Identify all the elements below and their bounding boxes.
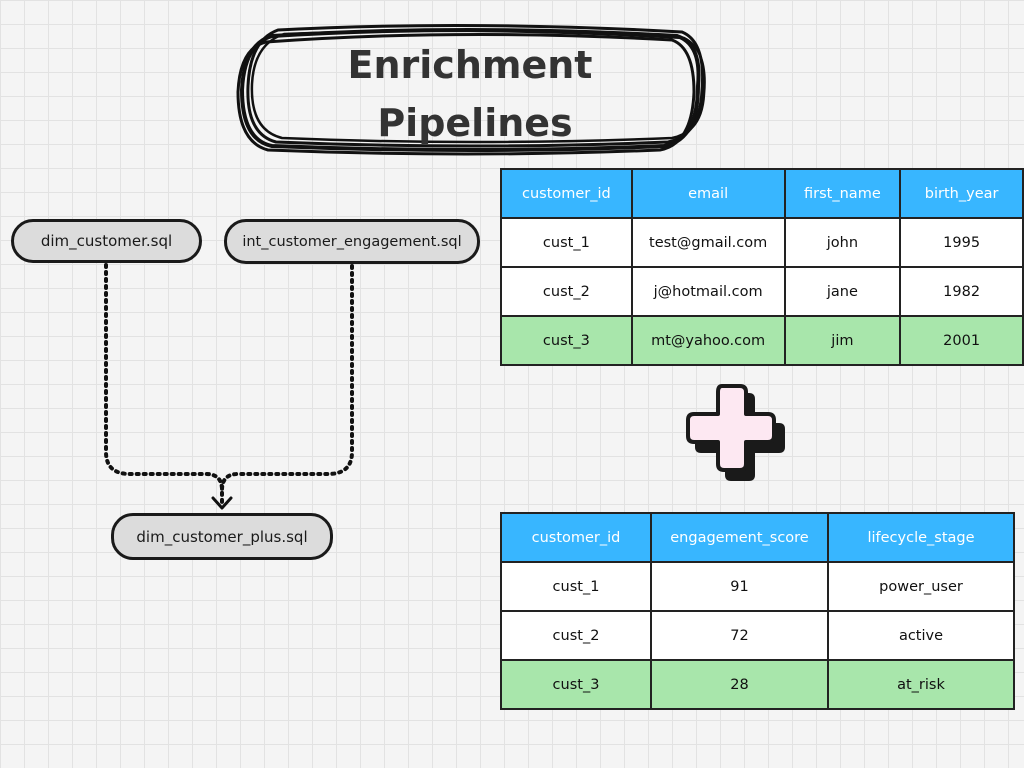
connector-dim-customer (104, 263, 224, 505)
table-cell: active (827, 610, 1015, 661)
node-dim-customer-plus[interactable]: dim_customer_plus.sql (111, 513, 333, 560)
customer-table-header-first-name: first_name (783, 168, 902, 219)
table-cell: power_user (827, 561, 1015, 612)
plus-icon (686, 384, 785, 481)
table-cell: 28 (650, 659, 829, 710)
table-cell: mt@yahoo.com (630, 315, 786, 366)
connector-int-engagement (220, 264, 354, 492)
engagement-table-header-customer-id: customer_id (500, 512, 652, 563)
table-cell: john (783, 217, 902, 268)
table-cell: cust_1 (500, 217, 633, 268)
table-cell: cust_3 (500, 315, 633, 366)
arrow-head (211, 496, 233, 510)
customer-table-header-email: email (630, 168, 786, 219)
table-cell: jim (783, 315, 902, 366)
engagement-table-header-lifecycle-stage: lifecycle_stage (827, 512, 1015, 563)
table-cell: 1995 (899, 217, 1024, 268)
page-title: Enrichment Pipelines (232, 36, 708, 152)
title-line-1: Enrichment (347, 43, 593, 87)
table-cell: cust_3 (500, 659, 652, 710)
table-cell: 91 (650, 561, 829, 612)
table-cell: cust_2 (500, 266, 633, 317)
engagement-table-header-engagement-score: engagement_score (650, 512, 829, 563)
node-dim-customer[interactable]: dim_customer.sql (11, 219, 202, 263)
title-scribble-border (236, 23, 706, 156)
customer-table-header-birth-year: birth_year (899, 168, 1024, 219)
table-cell: cust_2 (500, 610, 652, 661)
table-cell: 1982 (899, 266, 1024, 317)
table-cell: 72 (650, 610, 829, 661)
title-frame: Enrichment Pipelines (232, 14, 708, 160)
customer-table-header-customer-id: customer_id (500, 168, 633, 219)
table-cell: at_risk (827, 659, 1015, 710)
table-cell: cust_1 (500, 561, 652, 612)
table-cell: 2001 (899, 315, 1024, 366)
node-int-customer-engagement[interactable]: int_customer_engagement.sql (224, 219, 480, 264)
table-cell: j@hotmail.com (630, 266, 786, 317)
table-cell: jane (783, 266, 902, 317)
title-line-2: Pipelines (377, 101, 573, 145)
table-cell: test@gmail.com (630, 217, 786, 268)
